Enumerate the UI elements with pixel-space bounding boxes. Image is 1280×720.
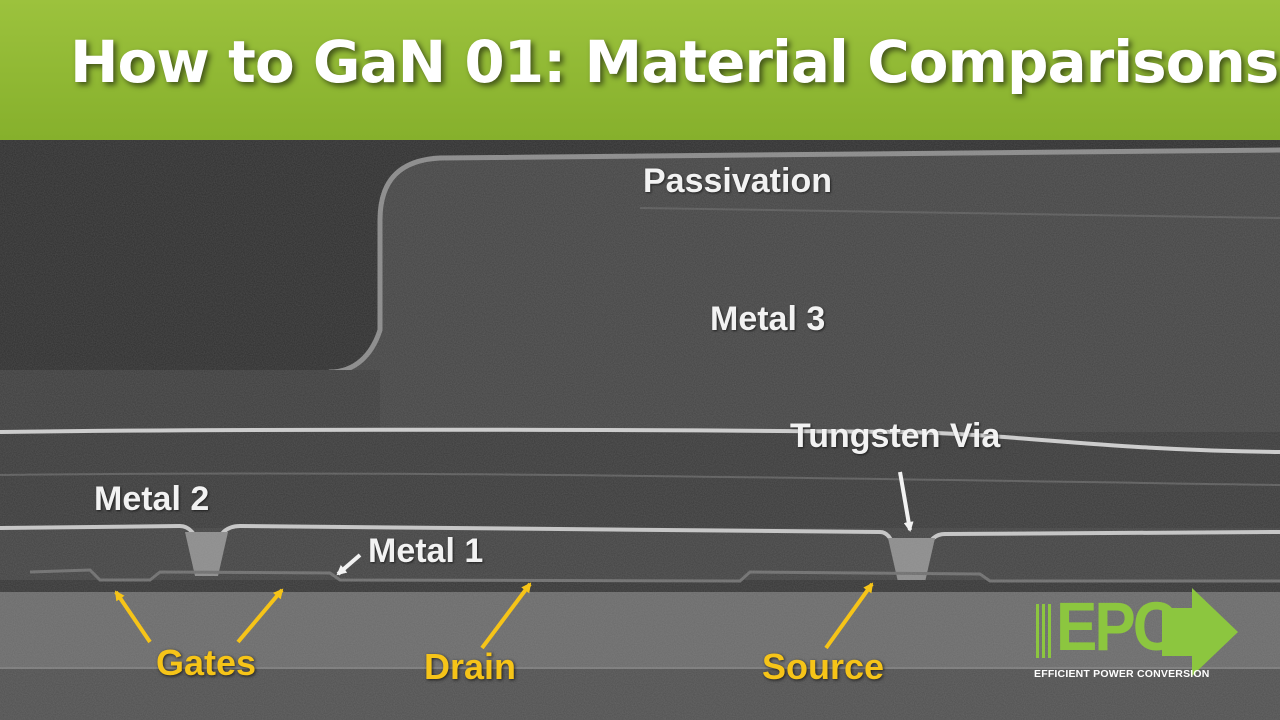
metal2-label: Metal 2 (94, 480, 210, 518)
epc-logo-wordmark: EPC (1056, 589, 1177, 666)
sem-cross-section-image (0, 140, 1280, 720)
tungsten-via-arrow (898, 471, 914, 532)
metal1-label: Metal 1 (368, 532, 484, 570)
gates-arrow-left (114, 590, 152, 644)
source-label: Source (762, 646, 885, 687)
epc-logo (1036, 588, 1238, 676)
passivation-label: Passivation (643, 162, 832, 200)
epc-logo-tagline: EFFICIENT POWER CONVERSION (1034, 668, 1210, 680)
metal1-arrow (336, 553, 362, 576)
drain-label: Drain (424, 646, 517, 687)
source-arrow (824, 582, 874, 650)
title-banner: How to GaN 01: Material Comparisons (0, 0, 1280, 140)
epc-logo-arrow-icon (1162, 588, 1238, 676)
metal3-label: Metal 3 (710, 300, 826, 338)
epc-logo-stripes-icon (1036, 604, 1051, 658)
page-title: How to GaN 01: Material Comparisons (70, 28, 1279, 96)
tungsten-via-label: Tungsten Via (790, 417, 1001, 455)
gates-label: Gates (156, 642, 257, 683)
gates-arrow-right (236, 588, 284, 644)
drain-arrow (480, 582, 532, 650)
sem-grain-overlay (0, 140, 1280, 720)
